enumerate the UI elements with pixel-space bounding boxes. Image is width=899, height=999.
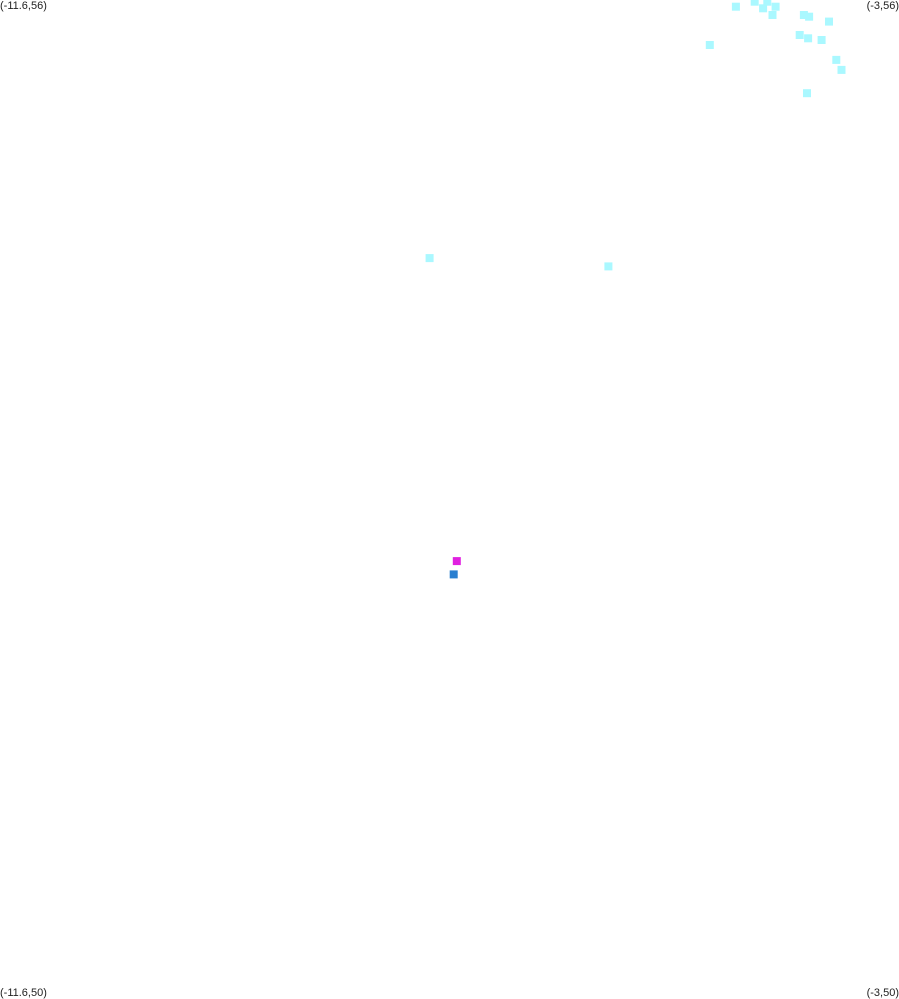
map-cell-cyan — [763, 0, 772, 6]
map-cell-cyan — [750, 0, 759, 6]
corner-label-bottom-left: (-11.6,50) — [0, 987, 47, 999]
corner-label-top-left: (-11.6,56) — [0, 0, 47, 12]
data-cells — [425, 0, 846, 579]
map-cell-cyan — [805, 12, 814, 21]
map-cell-cyan — [731, 2, 740, 11]
map-cell-cyan — [817, 36, 826, 44]
map-cell-cyan — [795, 31, 804, 39]
map-cell-cyan — [803, 89, 811, 98]
map-cell-blue — [449, 570, 458, 579]
map-cell-cyan — [825, 17, 833, 26]
map-cell-cyan — [804, 34, 813, 43]
map-cell-magenta — [452, 557, 461, 566]
corner-label-top-right: (-3,56) — [866, 0, 899, 12]
map-cell-cyan — [768, 11, 777, 19]
map-cell-cyan — [832, 55, 841, 64]
map-cell-cyan — [771, 2, 780, 11]
map-cell-cyan — [837, 65, 846, 74]
map-cell-cyan — [799, 11, 808, 19]
map-cell-cyan — [604, 262, 613, 271]
map-cell-cyan — [425, 254, 434, 263]
map-cell-cyan — [759, 4, 768, 13]
map-cell-cyan — [705, 41, 714, 49]
corner-label-bottom-right: (-3,50) — [866, 987, 899, 999]
